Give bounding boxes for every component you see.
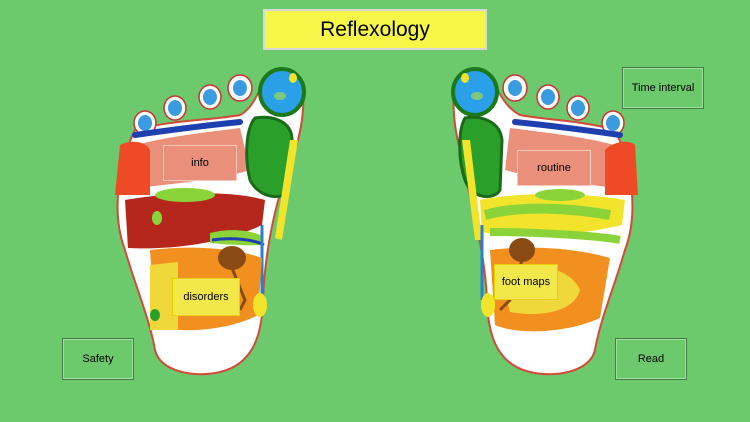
right-big-toe [451, 67, 499, 117]
read-button[interactable]: Read [615, 338, 687, 380]
foot-maps-zone-button[interactable]: foot maps [494, 264, 558, 300]
routine-zone-button[interactable]: routine [517, 150, 591, 186]
left-foot [115, 67, 306, 376]
safety-button[interactable]: Safety [62, 338, 134, 380]
app-title: Reflexology [263, 9, 487, 50]
time-interval-button[interactable]: Time interval [622, 67, 704, 109]
disorders-zone-button[interactable]: disorders [172, 278, 240, 316]
info-zone-button[interactable]: info [163, 145, 237, 181]
left-big-toe [258, 67, 306, 117]
right-foot [451, 67, 638, 376]
